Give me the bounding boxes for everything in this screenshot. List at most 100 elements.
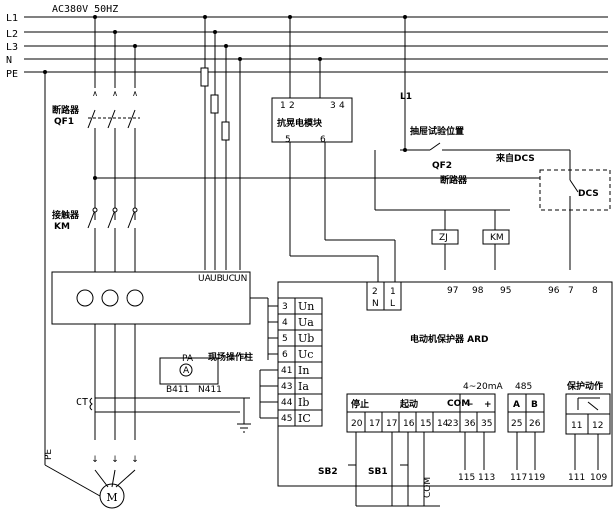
svg-text:IC: IC <box>298 412 311 425</box>
svg-text:17: 17 <box>369 419 380 429</box>
field-box <box>159 357 219 385</box>
svg-text:20: 20 <box>351 419 363 429</box>
breaker-qf1: ∧ ∧ ∧ 断路器 QF1 <box>52 89 140 220</box>
svg-text:5: 5 <box>282 334 288 344</box>
svg-text:115: 115 <box>458 473 475 483</box>
svg-text:485: 485 <box>515 382 532 392</box>
svg-text:95: 95 <box>500 286 511 296</box>
svg-text:4: 4 <box>282 318 288 328</box>
fuse-c <box>221 121 230 141</box>
bus-label-l2: L2 <box>6 29 18 40</box>
svg-text:∧: ∧ <box>112 89 118 98</box>
svg-text:A: A <box>513 400 520 410</box>
terminal-ua: UA <box>198 274 212 284</box>
svg-text:2: 2 <box>372 287 378 297</box>
svg-text:25: 25 <box>511 419 522 429</box>
bus-label-l1: L1 <box>6 13 18 24</box>
terminal-un: UN <box>234 274 247 284</box>
svg-text:Un: Un <box>298 300 314 313</box>
qf2-code: QF2 <box>432 161 452 171</box>
svg-text:4: 4 <box>339 101 345 111</box>
qf1-name: 断路器 <box>52 104 80 116</box>
svg-text:+: + <box>484 400 492 410</box>
push-buttons: SB2 SB1 COM 115 113 117 119 111 109 <box>318 432 607 507</box>
pe-label: PE <box>44 449 54 460</box>
svg-text:15: 15 <box>420 419 431 429</box>
fuse-b <box>210 94 219 114</box>
svg-text:8: 8 <box>592 286 598 296</box>
anti-sway-box <box>271 97 353 143</box>
motor-label: M <box>106 491 117 504</box>
svg-text:119: 119 <box>528 473 545 483</box>
protector-box <box>277 281 613 487</box>
svg-text:14: 14 <box>437 419 449 429</box>
svg-text:L: L <box>390 299 395 309</box>
svg-text:起动: 起动 <box>399 398 418 410</box>
l1-tap-label: L1 <box>400 92 412 102</box>
sb2-label: SB2 <box>318 467 338 477</box>
svg-text:1: 1 <box>390 287 396 297</box>
bus-label-n: N <box>6 55 12 66</box>
field-operation-station: A PA B411 N411 现场操作柱 <box>159 351 253 395</box>
svg-text:KM: KM <box>490 233 504 243</box>
svg-text:17: 17 <box>386 419 397 429</box>
svg-text:Uc: Uc <box>298 348 313 361</box>
svg-text:↓: ↓ <box>111 455 119 465</box>
svg-text:COM: COM <box>447 399 470 409</box>
svg-text:Ib: Ib <box>298 396 309 409</box>
fuse-a <box>200 67 209 87</box>
terminal-ub: UB <box>210 274 223 284</box>
supply-bus: AC380V 50HZ L1 L2 L3 N PE <box>6 4 608 80</box>
bus-label-pe: PE <box>6 69 18 80</box>
drawout-label: 抽屉试验位置 <box>410 125 464 137</box>
svg-text:停止: 停止 <box>351 398 369 410</box>
svg-text:ZJ: ZJ <box>439 233 448 243</box>
svg-text:In: In <box>298 364 309 377</box>
svg-text:N: N <box>372 299 379 309</box>
svg-text:4~20mA: 4~20mA <box>463 382 503 392</box>
svg-text:∧: ∧ <box>92 89 98 98</box>
svg-text:98: 98 <box>472 286 484 296</box>
svg-text:保护动作: 保护动作 <box>566 380 603 392</box>
svg-text:∧: ∧ <box>132 89 138 98</box>
svg-text:Ua: Ua <box>298 316 314 329</box>
svg-text:44: 44 <box>281 398 293 408</box>
ct-coil-a <box>76 289 94 307</box>
svg-text:3: 3 <box>330 101 336 111</box>
control-circuit: L1 抽屉试验位置 QF2 断路器 来自DCS DCS ZJ KM 97 98 … <box>374 15 611 296</box>
sb1-label: SB1 <box>368 467 388 477</box>
bus-label-l3: L3 <box>6 42 18 53</box>
km-name: 接触器 <box>52 209 80 221</box>
svg-text:B411: B411 <box>166 385 189 395</box>
svg-text:B: B <box>531 400 538 410</box>
svg-text:11: 11 <box>571 421 582 431</box>
svg-text:COM: COM <box>423 477 433 498</box>
svg-text:A: A <box>183 366 190 376</box>
km-code: KM <box>54 222 70 232</box>
qf2-name: 断路器 <box>440 174 468 186</box>
svg-text:↓: ↓ <box>131 455 139 465</box>
svg-text:41: 41 <box>281 366 292 376</box>
ct-label: CT <box>76 397 88 408</box>
svg-text:7: 7 <box>568 286 574 296</box>
svg-text:26: 26 <box>529 419 541 429</box>
protector-title: 电动机保护器 ARD <box>410 333 489 345</box>
svg-text:Ia: Ia <box>298 380 309 393</box>
svg-text:16: 16 <box>403 419 415 429</box>
dcs-source: 来自DCS <box>495 152 535 164</box>
anti-sway-module: 1 2 3 4 抗晃电模块 5 6 <box>271 15 396 282</box>
svg-text:5: 5 <box>285 135 291 145</box>
dcs-box <box>539 169 611 211</box>
ct-coil-c <box>126 289 144 307</box>
svg-text:117: 117 <box>510 473 527 483</box>
anti-sway-title: 抗晃电模块 <box>277 117 323 129</box>
svg-text:3: 3 <box>282 302 288 312</box>
contactor-km: 接触器 KM <box>52 207 138 272</box>
svg-text:−: − <box>466 400 474 410</box>
svg-text:43: 43 <box>281 382 292 392</box>
svg-text:PA: PA <box>182 354 194 364</box>
ct-coil-b <box>101 289 119 307</box>
relay-terminals: 97 98 95 96 7 8 <box>447 286 598 296</box>
qf1-code: QF1 <box>54 117 74 127</box>
